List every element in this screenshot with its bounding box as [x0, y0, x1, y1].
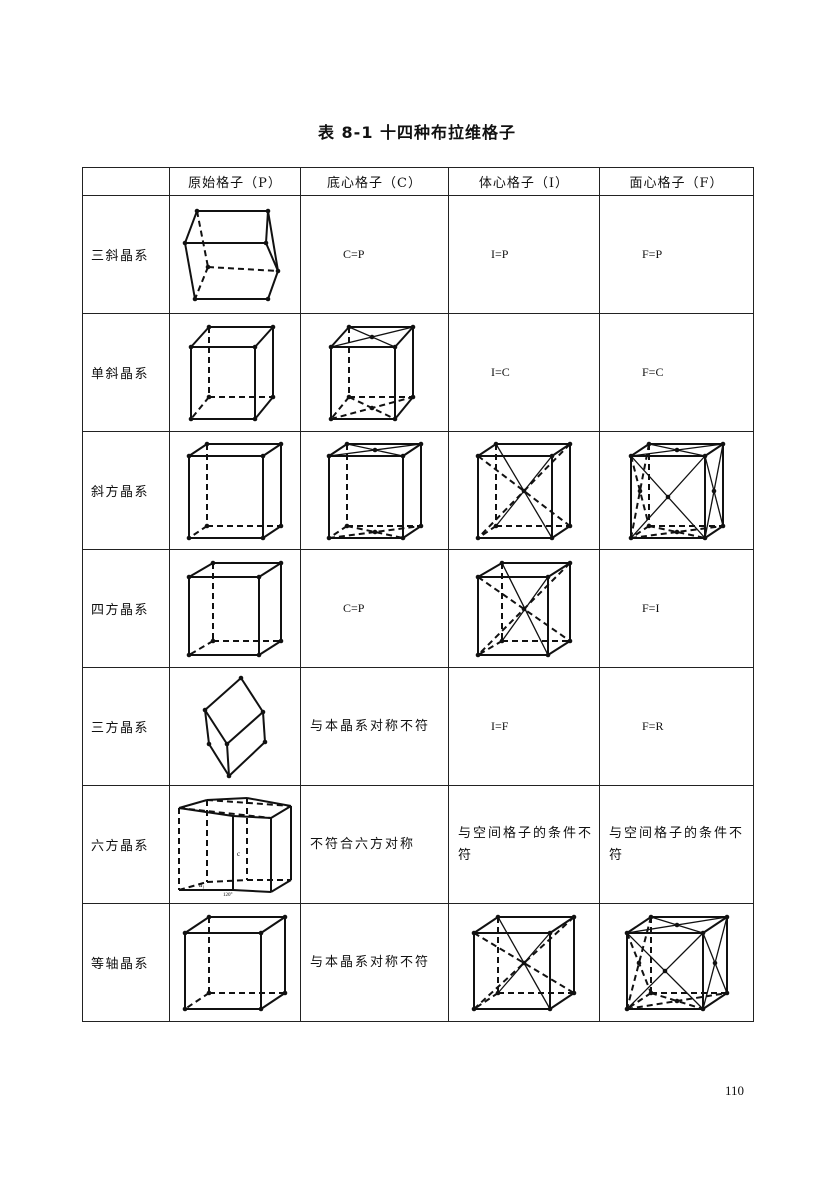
monoclinic-c-figure — [300, 313, 449, 432]
cubic-c-cell: 与本晶系对称不符 — [300, 903, 449, 1022]
tetragonal-i-figure — [448, 549, 600, 668]
hexagonal-f-cell: 与空间格子的条件不符 — [599, 785, 754, 904]
trigonal-i-cell: I=F — [448, 667, 600, 786]
trigonal-p-figure — [169, 667, 301, 786]
orthorhombic-f-figure — [599, 431, 754, 550]
triclinic-i-cell: I=P — [448, 195, 600, 314]
header-row: 原始格子（P） 底心格子（C） 体心格子（I） 面心格子（F） — [82, 167, 754, 196]
triclinic-c-cell: C=P — [300, 195, 449, 314]
table-title: 表 8-1 十四种布拉维格子 — [317, 123, 517, 142]
row-label-hexagonal: 六方晶系 — [82, 785, 170, 904]
row-label-cubic: 等轴晶系 — [82, 903, 170, 1022]
tetragonal-f-cell: F=I — [599, 549, 754, 668]
table-row: 等轴晶系 与本晶系对称不符 — [82, 903, 754, 1022]
tetragonal-i-diagram — [475, 560, 573, 657]
tetragonal-p-figure — [169, 549, 301, 668]
header-empty — [82, 167, 170, 196]
cubic-p-diagram — [182, 914, 288, 1011]
page-number: 110 — [725, 1083, 745, 1098]
cubic-i-figure — [448, 903, 600, 1022]
monoclinic-i-cell: I=C — [448, 313, 600, 432]
table-row: 单斜晶系 — [82, 313, 754, 432]
row-label-triclinic: 三斜晶系 — [82, 195, 170, 314]
orthorhombic-f-diagram — [628, 441, 725, 540]
triclinic-f-cell: F=P — [599, 195, 754, 314]
cubic-i-diagram — [471, 914, 577, 1011]
monoclinic-c-diagram — [328, 324, 415, 421]
tetragonal-p-diagram — [186, 560, 284, 657]
table-row: 三斜晶系 C=P I=P F=P — [82, 195, 754, 314]
cubic-f-diagram — [624, 914, 729, 1011]
header-face-centered: 面心格子（F） — [599, 167, 754, 196]
hex-a1-label: a₁ — [199, 881, 205, 889]
row-label-monoclinic: 单斜晶系 — [82, 313, 170, 432]
orthorhombic-p-figure — [169, 431, 301, 550]
header-base-centered: 底心格子（C） — [300, 167, 449, 196]
monoclinic-p-figure — [169, 313, 301, 432]
triclinic-p-diagram — [182, 208, 281, 301]
row-label-tetragonal: 四方晶系 — [82, 549, 170, 668]
orthorhombic-i-figure — [448, 431, 600, 550]
header-body-centered: 体心格子（I） — [448, 167, 600, 196]
tetragonal-c-cell: C=P — [300, 549, 449, 668]
table-row: 斜方晶系 — [82, 431, 754, 550]
monoclinic-f-cell: F=C — [599, 313, 754, 432]
hexagonal-p-figure: c a₁ 120° — [169, 785, 301, 904]
table-row: 三方晶系 与本晶系对称不符 I=F F=R — [82, 667, 754, 786]
orthorhombic-i-diagram — [475, 441, 573, 540]
table-row: 四方晶系 C=P — [82, 549, 754, 668]
bravais-lattice-table: 原始格子（P） 底心格子（C） 体心格子（I） 面心格子（F） 三斜晶系 C=P… — [82, 167, 754, 1022]
orthorhombic-c-figure — [300, 431, 449, 550]
hexagonal-i-cell: 与空间格子的条件不符 — [448, 785, 600, 904]
row-label-orthorhombic: 斜方晶系 — [82, 431, 170, 550]
hex-c-label: c — [237, 850, 240, 858]
cubic-f-figure — [599, 903, 754, 1022]
trigonal-r-diagram — [202, 675, 268, 778]
orthorhombic-p-diagram — [186, 441, 284, 540]
trigonal-c-cell: 与本晶系对称不符 — [300, 667, 449, 786]
hex-angle-label: 120° — [223, 893, 233, 898]
hexagonal-c-cell: 不符合六方对称 — [300, 785, 449, 904]
monoclinic-p-diagram — [188, 324, 276, 421]
row-label-trigonal: 三方晶系 — [82, 667, 170, 786]
triclinic-p-figure — [169, 195, 301, 314]
hexagonal-p-diagram: c a₁ 120° — [178, 796, 292, 898]
trigonal-f-cell: F=R — [599, 667, 754, 786]
header-primitive: 原始格子（P） — [169, 167, 301, 196]
orthorhombic-c-diagram — [326, 441, 423, 540]
table-row: 六方晶系 c a₁ 120° 不符合六方对称 与空间格子的条件不符 — [82, 785, 754, 904]
cubic-p-figure — [169, 903, 301, 1022]
